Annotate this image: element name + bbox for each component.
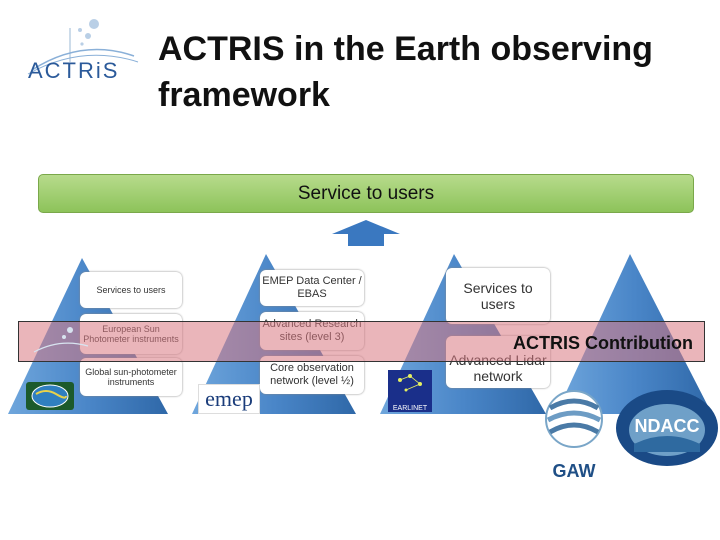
p1-box-services: Services to users	[80, 272, 182, 308]
service-to-users-bar: Service to users	[38, 174, 694, 213]
ndacc-logo: NDACC	[614, 388, 720, 468]
actris-logo: ACTRiS	[22, 18, 142, 88]
p3-box-services: Services to users	[446, 268, 550, 324]
ndacc-label: NDACC	[634, 416, 700, 436]
p2-box-emep-data-center: EMEP Data Center / EBAS	[260, 270, 364, 306]
actris-contribution-band	[18, 321, 705, 362]
actris-small-logo-icon	[33, 327, 89, 353]
globe-icon	[31, 384, 69, 408]
stars-icon	[398, 374, 422, 392]
gaw-label: GAW	[552, 461, 596, 481]
actris-logo-text: ACTRiS	[28, 58, 120, 83]
aeronet-logo	[26, 382, 74, 410]
gaw-globe-icon	[545, 390, 603, 448]
earlinet-logo: EARLINET	[388, 370, 432, 412]
ndacc-badge-icon	[616, 390, 718, 466]
earlinet-logo-text: EARLINET	[392, 405, 428, 412]
actris-logo-graphic	[27, 19, 139, 75]
actris-contribution-label: ACTRIS Contribution	[513, 333, 693, 353]
page-title: ACTRIS in the Earth observing framework	[158, 30, 653, 114]
emep-logo: emep	[198, 384, 260, 414]
p1-box-global: Global sun-photometer instruments	[80, 358, 182, 396]
p2-box-core-observation: Core observation network (level ½)	[260, 356, 364, 394]
gaw-logo: GAW	[540, 388, 608, 481]
up-arrow-icon	[332, 220, 400, 246]
